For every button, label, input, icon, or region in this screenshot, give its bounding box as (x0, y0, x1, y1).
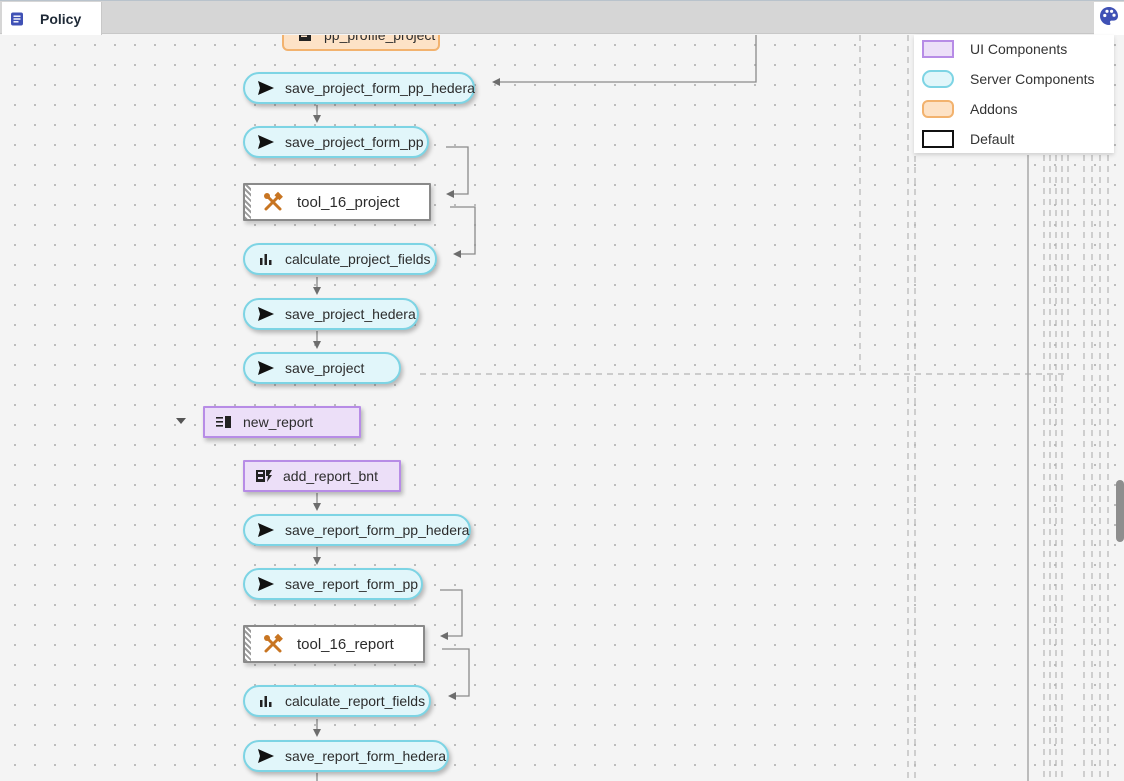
send-icon (257, 305, 275, 323)
node-calculate-report-fields[interactable]: calculate_report_fields (243, 685, 431, 717)
send-icon (257, 133, 275, 151)
node-calculate-project-fields[interactable]: calculate_project_fields (243, 243, 437, 275)
legend-label: UI Components (970, 41, 1068, 57)
legend-label: Addons (970, 101, 1018, 117)
vertical-scrollbar[interactable] (1116, 480, 1124, 542)
node-save-project-form-pp-hedera[interactable]: save_project_form_pp_hedera (243, 72, 475, 104)
legend-swatch (922, 100, 954, 118)
send-icon (257, 747, 275, 765)
legend-item-addons: Addons (922, 100, 1017, 118)
node-label: save_project_hedera (285, 306, 416, 322)
node-label: save_report_form_hedera (285, 748, 447, 764)
bar-chart-icon (257, 692, 275, 710)
node-label: tool_16_report (297, 635, 394, 653)
node-label: save_project_form_pp (285, 134, 424, 150)
document-icon (10, 12, 24, 26)
bar-chart-icon (257, 250, 275, 268)
legend-item-ui: UI Components (922, 40, 1067, 58)
document-icon (296, 35, 314, 44)
legend-item-default: Default (922, 130, 1014, 148)
node-pp-profile-project[interactable]: pp_profile_project (282, 35, 440, 51)
tab-label: Policy (40, 10, 82, 27)
node-add-report-bnt[interactable]: add_report_bnt (243, 460, 401, 492)
button-icon (255, 467, 273, 485)
node-label: tool_16_project (297, 193, 400, 211)
send-icon (257, 359, 275, 377)
legend-swatch (922, 130, 954, 148)
legend-label: Server Components (970, 71, 1095, 87)
send-icon (257, 521, 275, 539)
send-icon (257, 79, 275, 97)
legend-item-server: Server Components (922, 70, 1095, 88)
send-icon (257, 575, 275, 593)
node-label: new_report (243, 414, 314, 430)
list-icon (215, 413, 233, 431)
top-bar: Policy (0, 0, 1124, 35)
node-save-report-form-pp-hedera[interactable]: save_report_form_pp_hedera (243, 514, 471, 546)
palette-button[interactable] (1094, 2, 1124, 35)
collapse-caret-icon[interactable] (176, 418, 186, 424)
node-label: save_project (285, 360, 365, 376)
legend-panel: UI Components Server Components Addons D… (914, 35, 1114, 153)
node-label: save_project_form_pp_hedera (285, 80, 475, 96)
node-label: calculate_report_fields (285, 693, 426, 709)
connector-lines (313, 35, 1109, 781)
tools-icon (261, 632, 285, 656)
node-save-report-form-hedera[interactable]: save_report_form_hedera (243, 740, 449, 772)
palette-icon (1098, 5, 1120, 32)
node-label: calculate_project_fields (285, 251, 431, 267)
node-save-project[interactable]: save_project (243, 352, 401, 384)
node-label: save_report_form_pp_hedera (285, 522, 470, 538)
tab-policy[interactable]: Policy (2, 2, 102, 35)
legend-label: Default (970, 131, 1015, 147)
node-new-report[interactable]: new_report (203, 406, 361, 438)
node-label: pp_profile_project (324, 35, 436, 43)
node-save-project-form-pp[interactable]: save_project_form_pp (243, 126, 429, 158)
node-save-report-form-pp[interactable]: save_report_form_pp (243, 568, 423, 600)
node-tool-16-report[interactable]: tool_16_report (243, 625, 425, 663)
tools-icon (261, 190, 285, 214)
node-label: save_report_form_pp (285, 576, 419, 592)
node-tool-16-project[interactable]: tool_16_project (243, 183, 431, 221)
flow-canvas[interactable]: pp_profile_project save_project_form_pp_… (0, 35, 1124, 781)
tool-stripe (245, 627, 251, 661)
node-label: add_report_bnt (283, 468, 378, 484)
node-save-project-hedera[interactable]: save_project_hedera (243, 298, 419, 330)
tool-stripe (245, 185, 251, 219)
legend-swatch (922, 70, 954, 88)
legend-swatch (922, 40, 954, 58)
